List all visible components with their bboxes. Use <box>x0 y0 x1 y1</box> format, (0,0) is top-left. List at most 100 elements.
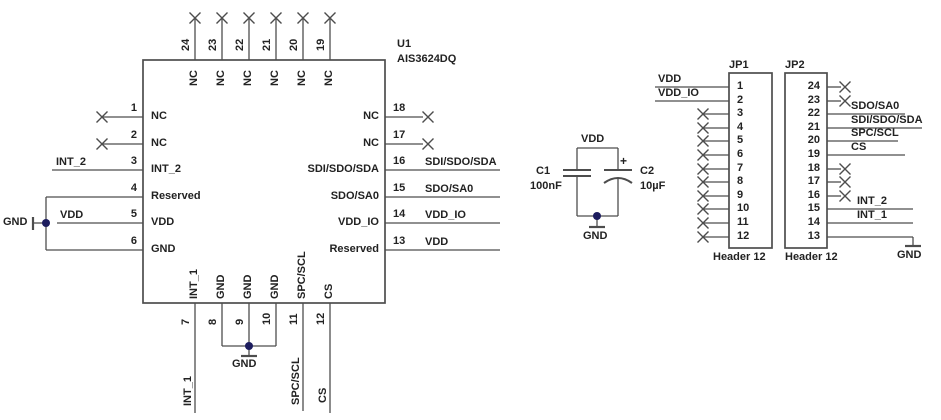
pin-name: INT_1 <box>188 269 200 299</box>
jp1-refdes: JP1 <box>729 59 749 71</box>
ic-part-number: AIS3624DQ <box>397 53 457 65</box>
junction-dot <box>593 212 601 220</box>
ic-body <box>142 59 386 304</box>
junction-dot <box>42 219 50 227</box>
pin-number: 6 <box>130 235 137 247</box>
pin-number: 16 <box>807 189 820 201</box>
no-connect-icon <box>324 12 336 24</box>
pin-name: Reserved <box>151 190 201 202</box>
jp1-type: Header 12 <box>713 251 766 263</box>
no-connect-icon <box>422 111 434 123</box>
no-connect-icon <box>96 111 108 123</box>
polarity-plus-sign: + <box>620 154 628 168</box>
jp1-no-connect-icons <box>697 108 709 243</box>
pin-number: 24 <box>180 38 192 51</box>
pin-number: 19 <box>807 148 820 160</box>
pin-name: NC <box>188 70 200 86</box>
net-label-int1: INT_1 <box>857 209 887 221</box>
pin-name: NC <box>242 70 254 86</box>
gnd-label: GND <box>897 249 922 261</box>
net-label-sdisdosda: SDI/SDO/SDA <box>425 156 497 168</box>
ic-right-pin-wires <box>385 116 500 251</box>
jp2-body <box>784 72 828 249</box>
pin-number: 1 <box>737 80 744 92</box>
pin-name: NC <box>151 137 167 149</box>
pin-number: 10 <box>737 202 750 214</box>
pin-number: 1 <box>130 102 137 114</box>
pin-number: 11 <box>288 313 300 325</box>
pin-number: 14 <box>393 208 406 220</box>
pin-number: 4 <box>737 121 744 133</box>
pin-name: GND <box>215 274 227 299</box>
net-label-sdisdosda: SDI/SDO/SDA <box>851 114 923 126</box>
pin-name: NC <box>269 70 281 86</box>
pin-number: 3 <box>737 107 744 119</box>
pin-number: 17 <box>393 129 406 141</box>
pin-number: 15 <box>807 202 820 214</box>
c1-refdes: C1 <box>536 165 551 177</box>
pin-name: SDO/SA0 <box>330 190 379 202</box>
pin-name: SDI/SDO/SDA <box>307 163 379 175</box>
pin-number: 2 <box>737 94 744 106</box>
ic-bottom-pin-wires <box>194 303 331 413</box>
net-label-vdd: VDD <box>581 133 605 145</box>
net-label-vdd: VDD <box>60 209 84 221</box>
no-connect-icon <box>297 12 309 24</box>
no-connect-icon <box>189 12 201 24</box>
capacitor-c1-symbol <box>563 169 591 177</box>
jp1-pin-wires <box>655 86 729 238</box>
pin-number: 18 <box>807 162 820 174</box>
pin-number: 4 <box>130 182 137 194</box>
jp1-body <box>728 72 773 249</box>
pin-number: 13 <box>393 235 406 247</box>
net-label-sdosa0: SDO/SA0 <box>425 183 474 195</box>
jp2-pin-wires <box>827 86 922 246</box>
c1-value: 100nF <box>530 180 562 192</box>
capacitor-c2-symbol <box>603 169 633 184</box>
c2-value: 10µF <box>640 180 666 192</box>
gnd-port-label: GND <box>3 216 28 228</box>
pin-number: 12 <box>315 312 327 325</box>
gnd-label: GND <box>232 358 257 370</box>
pin-name: CS <box>323 283 335 299</box>
net-label-sdosa0: SDO/SA0 <box>851 100 900 112</box>
pin-number: 8 <box>207 318 219 325</box>
pin-number: 20 <box>807 134 820 146</box>
pin-number: 18 <box>393 102 406 114</box>
pin-number: 3 <box>130 155 137 167</box>
net-label-int1: INT_1 <box>182 376 194 406</box>
net-label-cs: CS <box>317 387 329 403</box>
pin-number: 16 <box>393 155 406 167</box>
pin-name: VDD_IO <box>338 216 379 228</box>
pin-number: 9 <box>737 189 744 201</box>
net-label-vddio: VDD_IO <box>425 209 466 221</box>
c2-refdes: C2 <box>640 165 655 177</box>
pin-name: INT_2 <box>151 163 181 175</box>
no-connect-icon <box>216 12 228 24</box>
gnd-label: GND <box>583 230 608 242</box>
pin-name: GND <box>242 274 254 299</box>
pin-name: Reserved <box>329 243 379 255</box>
pin-number: 24 <box>807 80 820 92</box>
pin-number: 7 <box>737 162 744 174</box>
net-label-vdd: VDD <box>658 73 682 85</box>
no-connect-icon <box>422 138 434 150</box>
pin-number: 22 <box>807 107 820 119</box>
pin-name: VDD <box>151 216 175 228</box>
pin-number: 6 <box>737 148 744 160</box>
pin-number: 20 <box>288 38 300 51</box>
jp2-no-connect-icons <box>839 81 851 202</box>
pin-name: NC <box>296 70 308 86</box>
no-connect-icon <box>96 138 108 150</box>
junction-dot <box>245 342 253 350</box>
pin-number: 9 <box>234 318 246 325</box>
pin-name: GND <box>269 274 281 299</box>
net-label-cs: CS <box>851 141 867 153</box>
pin-number: 23 <box>807 94 820 106</box>
pin-number: 21 <box>261 38 273 51</box>
pin-number: 5 <box>130 208 137 220</box>
pin-name: NC <box>215 70 227 86</box>
net-label-int2: INT_2 <box>857 195 887 207</box>
